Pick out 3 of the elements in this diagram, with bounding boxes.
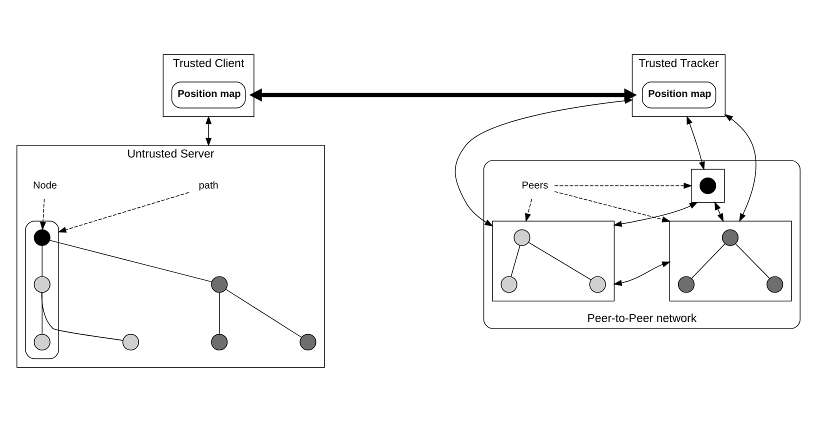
node-text: Peers	[522, 180, 548, 191]
node-text: Node	[32, 180, 58, 191]
node-text: path	[198, 180, 218, 191]
